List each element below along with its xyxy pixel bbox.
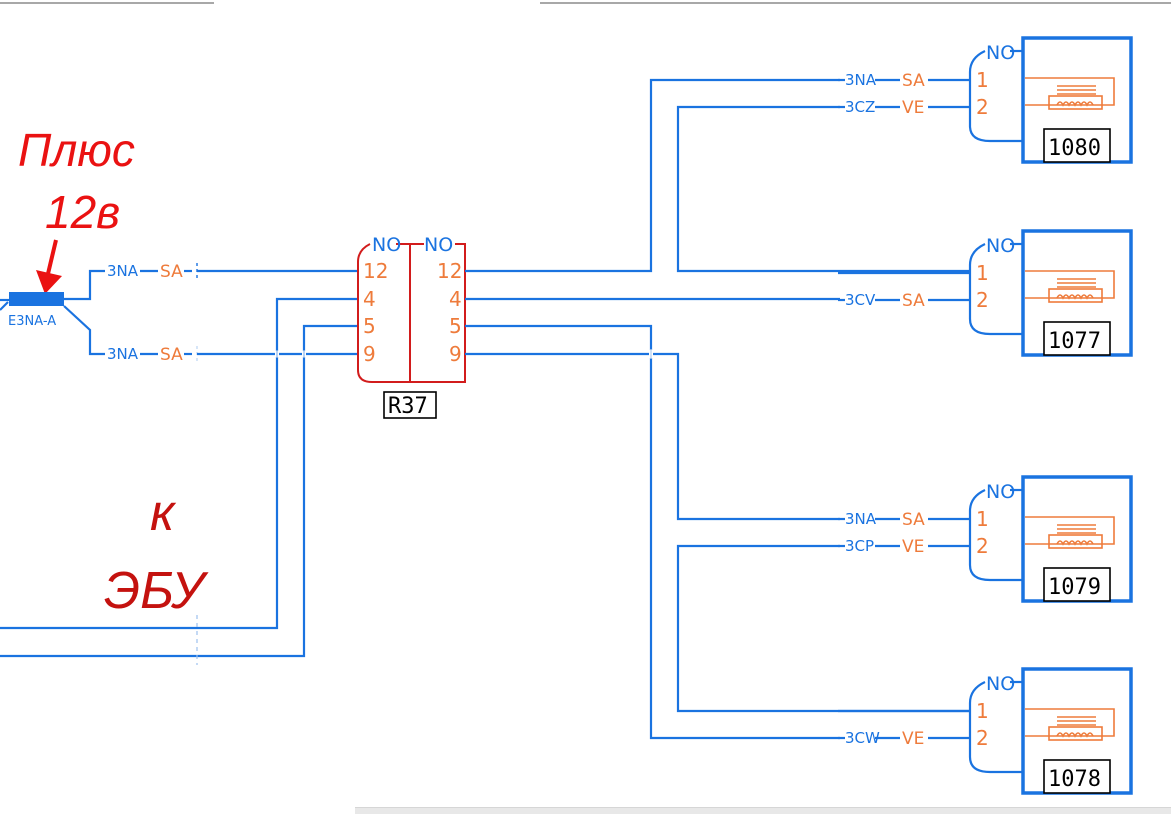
relay-right-pin: 9 bbox=[449, 342, 462, 366]
color-code: SA bbox=[902, 71, 925, 91]
injector-pin: 2 bbox=[976, 726, 989, 750]
wire-code: 3NA bbox=[845, 71, 877, 89]
injector-1079[interactable]: NO 1 2 3NA SA 3CP VE 1079 bbox=[838, 475, 1133, 603]
color-code: VE bbox=[902, 98, 924, 118]
injector-header: NO bbox=[986, 42, 1015, 64]
injector-1078[interactable]: NO 1 2 3CW VE 1078 bbox=[838, 667, 1133, 795]
injector-id: 1078 bbox=[1048, 767, 1101, 792]
wire-r37-12-to-1080-1[interactable] bbox=[465, 78, 840, 273]
color-code-splice-lower: SA bbox=[160, 345, 183, 365]
annotation-12v: 12в bbox=[45, 186, 120, 238]
relay-id: R37 bbox=[388, 394, 428, 419]
wire-code: 3CW bbox=[845, 729, 880, 747]
injector-header: NO bbox=[986, 481, 1015, 503]
relay-r37[interactable]: NO NO 12 4 5 9 12 4 5 9 R37 bbox=[357, 234, 466, 419]
color-code: SA bbox=[902, 291, 925, 311]
annotation-k: к bbox=[150, 484, 177, 542]
injector-body bbox=[1021, 667, 1133, 795]
wire-code-splice-lower: 3NA bbox=[107, 345, 139, 363]
wire-r37-5-to-1078-2[interactable] bbox=[465, 324, 840, 740]
injector-pin: 2 bbox=[976, 95, 989, 119]
injector-pin: 1 bbox=[976, 68, 989, 92]
injector-header: NO bbox=[986, 673, 1015, 695]
relay-right-pin: 12 bbox=[437, 259, 462, 283]
injector-header: NO bbox=[986, 235, 1015, 257]
injector-pin: 1 bbox=[976, 261, 989, 285]
relay-left-pin: 5 bbox=[363, 314, 376, 338]
injector-1080[interactable]: NO 1 2 3NA SA 3CZ VE 1080 bbox=[838, 36, 1133, 164]
injector-1077[interactable]: NO 1 2 3CV SA 1077 bbox=[838, 229, 1133, 357]
wire-code: 3CZ bbox=[845, 98, 875, 116]
wire-code-splice-upper: 3NA bbox=[107, 262, 139, 280]
splice-bar bbox=[9, 292, 64, 306]
annotation-plus: Плюс bbox=[18, 124, 135, 176]
splice-label: E3NA-A bbox=[8, 314, 56, 329]
wire-r37-9-to-1079-1[interactable] bbox=[465, 352, 840, 521]
injector-pin: 2 bbox=[976, 288, 989, 312]
wire-code: 3NA bbox=[845, 510, 877, 528]
relay-left-pin: 12 bbox=[363, 259, 388, 283]
annotation-ecu: ЭБУ bbox=[104, 562, 209, 620]
wire-code: 3CV bbox=[845, 291, 876, 309]
injector-pin: 2 bbox=[976, 534, 989, 558]
splice-e3na-a[interactable]: E3NA-A bbox=[0, 269, 105, 356]
top-frame-line-right bbox=[540, 2, 1171, 4]
arrow-icon bbox=[36, 239, 62, 294]
relay-left-pin: 4 bbox=[363, 287, 376, 311]
injector-id-box bbox=[1043, 128, 1111, 163]
color-code: VE bbox=[902, 537, 924, 557]
coil-icon bbox=[1025, 77, 1115, 110]
top-frame-line-left bbox=[0, 2, 214, 4]
wire-1080-2-to-1077-1[interactable] bbox=[676, 105, 970, 273]
color-code: SA bbox=[902, 510, 925, 530]
relay-left-pin: 9 bbox=[363, 342, 376, 366]
injector-id-box bbox=[1043, 567, 1111, 602]
injector-id: 1079 bbox=[1048, 575, 1101, 600]
wire-ecu-pin5[interactable] bbox=[0, 324, 358, 658]
coil-icon bbox=[1025, 516, 1115, 549]
relay-right-pin: 5 bbox=[449, 314, 462, 338]
color-code-splice-upper: SA bbox=[160, 262, 183, 282]
relay-left-header: NO bbox=[372, 234, 401, 256]
injector-id-box bbox=[1043, 321, 1111, 356]
color-code: VE bbox=[902, 729, 924, 749]
wire-1079-2-to-1078-1[interactable] bbox=[676, 544, 970, 713]
relay-id-box bbox=[383, 391, 437, 419]
coil-icon bbox=[1025, 708, 1115, 741]
coil-icon bbox=[1025, 270, 1115, 303]
injector-pin: 1 bbox=[976, 507, 989, 531]
wire-ecu-pin4[interactable] bbox=[0, 297, 358, 630]
wire-code: 3CP bbox=[845, 537, 874, 555]
bottom-scroll-area bbox=[355, 807, 1171, 814]
injector-id-box bbox=[1043, 759, 1111, 794]
relay-right-pin: 4 bbox=[449, 287, 462, 311]
injector-pin: 1 bbox=[976, 699, 989, 723]
relay-right-header: NO bbox=[424, 234, 453, 256]
injector-id: 1077 bbox=[1048, 329, 1101, 354]
injector-id: 1080 bbox=[1048, 136, 1101, 161]
